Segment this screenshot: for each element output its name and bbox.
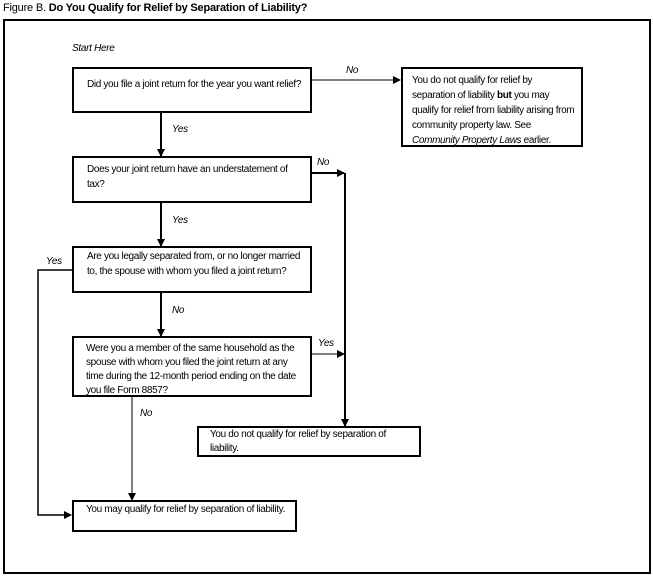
question-joint-return: Did you file a joint return for the year… (72, 67, 312, 113)
edge-q3-yes (37, 269, 72, 519)
label-q2-no: No (317, 157, 330, 168)
diagram-frame (3, 19, 651, 574)
label-q3-yes: Yes (46, 256, 62, 267)
figure-heading: Do You Qualify for Relief by Separation … (48, 2, 308, 14)
result-community-property: You do not qualify for relief by separat… (401, 67, 583, 147)
label-q1-yes: Yes (172, 124, 188, 135)
label-q4-yes: Yes (318, 338, 334, 349)
result-may-qualify: You may qualify for relief by separation… (72, 500, 297, 532)
label-q4-no: No (140, 408, 153, 419)
label-q3-no: No (172, 305, 185, 316)
start-label: Start Here (72, 43, 115, 54)
label-q1-no: No (346, 65, 359, 76)
question-same-household: Were you a member of the same household … (72, 336, 312, 397)
label-q2-yes: Yes (172, 215, 188, 226)
question-understatement: Does your joint return have an understat… (72, 156, 312, 203)
figure-title: Figure B. Do You Qualify for Relief by S… (3, 2, 307, 14)
figure-label: Figure B. (3, 2, 46, 14)
result-not-qualify: You do not qualify for relief by separat… (197, 426, 421, 457)
question-legally-separated: Are you legally separated from, or no lo… (72, 246, 312, 293)
